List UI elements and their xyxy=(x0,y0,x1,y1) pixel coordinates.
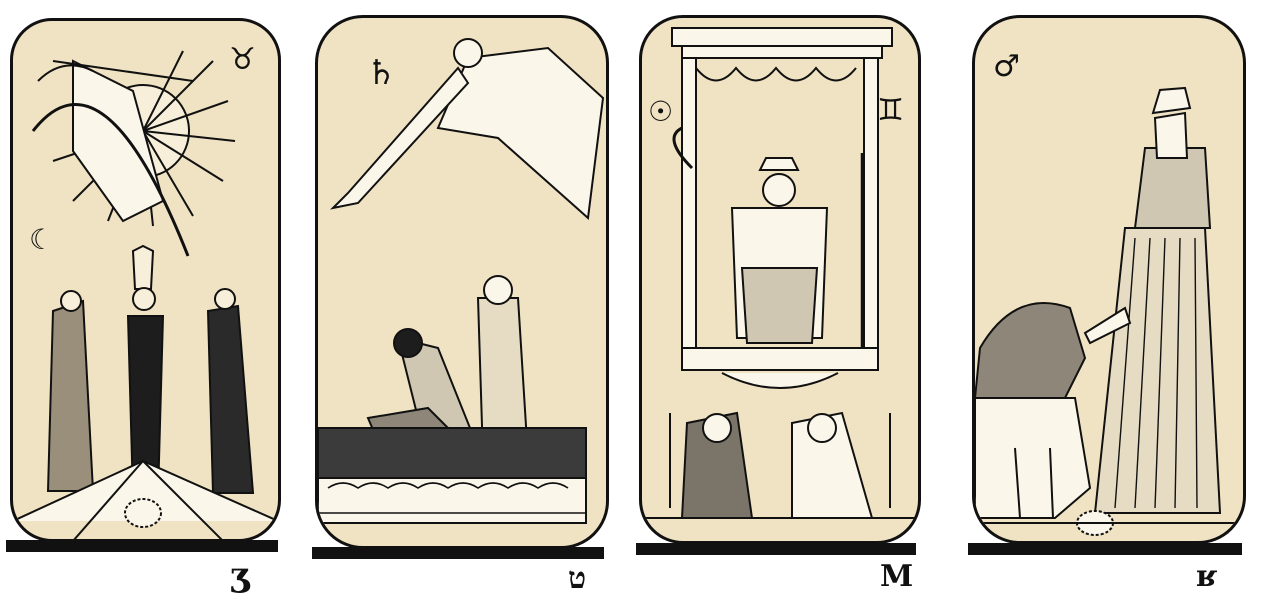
card-3-illustration xyxy=(642,27,918,519)
tarot-card-4: ♂ xyxy=(972,15,1246,544)
card-2-base-bar xyxy=(312,547,604,559)
tarot-card-3: ☉ ♊ xyxy=(639,15,921,544)
tarot-card-2: ♄ xyxy=(315,15,609,549)
gemini-icon: ♊ xyxy=(877,93,904,128)
card-1-letter: ʒ xyxy=(230,555,250,595)
card-4-base-bar xyxy=(968,543,1242,555)
card-2-illustration xyxy=(318,38,605,524)
card-4-illustration xyxy=(975,86,1243,536)
card-4-letter: ʁ xyxy=(1196,559,1217,594)
moon-crescent-icon: ☾ xyxy=(29,223,55,256)
card-2-letter: ט xyxy=(568,561,587,596)
mars-icon: ♂ xyxy=(993,49,1020,84)
taurus-icon: ♉ xyxy=(229,42,256,77)
saturn-icon: ♄ xyxy=(366,53,397,93)
card-3-letter: M xyxy=(880,559,914,594)
tarot-card-1: ♉ ☾ xyxy=(10,18,281,542)
card-1-base-bar xyxy=(6,540,278,552)
card-1-illustration xyxy=(13,50,278,539)
sun-icon: ☉ xyxy=(648,95,674,128)
card-3-base-bar xyxy=(636,543,916,555)
